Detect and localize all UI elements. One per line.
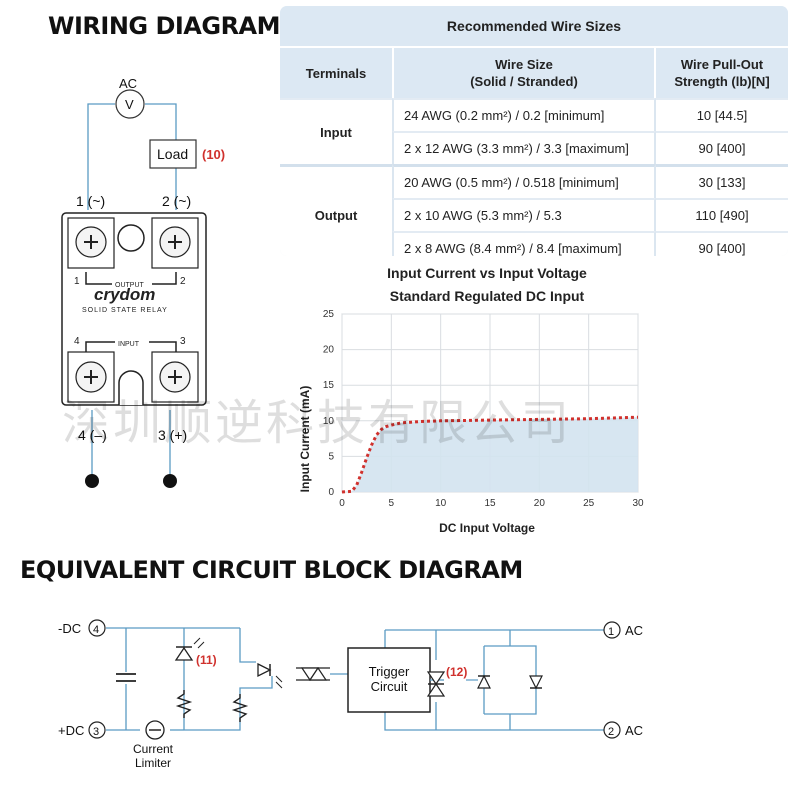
chart-area-fill: [342, 417, 638, 492]
terminal-1-label: 1 (~): [76, 193, 105, 209]
terminal-3-label: 3 (+): [158, 427, 187, 443]
trigger-circuit-box: [347, 647, 431, 713]
terminal-2-icon: [603, 721, 621, 739]
relay-num-2: 2: [180, 276, 186, 287]
chart-title: Input Current vs Input Voltage: [387, 265, 587, 281]
input-current-chart: Input Current vs Input Voltage Standard …: [298, 265, 644, 535]
trigger-label-1: Trigger: [369, 664, 410, 679]
chart-x-tick: 20: [534, 498, 546, 509]
voltmeter-label: V: [125, 97, 134, 112]
ac-2-label: AC: [625, 723, 643, 738]
svg-text:2: 2: [608, 726, 614, 738]
chart-series-line: [341, 415, 639, 494]
terminal-4-label: 4 (–): [78, 427, 107, 443]
wire-table-title: Recommended Wire Sizes: [280, 6, 788, 48]
chart-y-tick: 25: [323, 309, 335, 320]
capacitor-icon: [116, 672, 136, 684]
chart-x-tick: 30: [632, 498, 644, 509]
trigger-label-2: Circuit: [371, 679, 408, 694]
current-limiter-label-2: Limiter: [135, 756, 171, 770]
relay-subtitle: SOLID STATE RELAY: [82, 307, 168, 314]
table-row: Output 20 AWG (0.5 mm²) / 0.518 [minimum…: [280, 164, 788, 256]
wiring-lines: [87, 103, 177, 480]
resistor-icon: [231, 694, 249, 722]
tvs-diode-icon: [426, 671, 446, 697]
load-box: [149, 139, 197, 169]
table-row: 2 x 12 AWG (3.3 mm²) / 3.3 [maximum] 90 …: [280, 131, 788, 164]
chart-y-tick: 15: [323, 380, 335, 391]
terminal-4-icon: [88, 619, 106, 637]
wiring-diagram: AC V Load (10) 1 (~) 2 (~) OUTPUT 1 2 cr…: [61, 76, 225, 488]
watermark: 深圳顺逆科技有限公司: [62, 395, 573, 451]
voltmeter-icon: [115, 89, 145, 119]
equivalent-circuit-diagram: -DC 4 +DC 3 (11) Current Limiter Trigger: [58, 619, 643, 770]
ac-1-label: AC: [625, 623, 643, 638]
terminal-node-pos: [163, 474, 177, 488]
chart-y-tick: 0: [328, 487, 334, 498]
relay-brand: crydom: [94, 285, 155, 304]
terminal-2-label: 2 (~): [162, 193, 191, 209]
solid-state-relay: OUTPUT 1 2 crydom SOLID STATE RELAY INPU…: [61, 212, 207, 406]
load-label: Load: [157, 146, 188, 162]
equivalent-circuit-title: EQUIVALENT CIRCUIT BLOCK DIAGRAM: [20, 556, 523, 584]
ac-label: AC: [119, 76, 137, 91]
dc-pos-label: +DC: [58, 723, 84, 738]
svg-text:3: 3: [93, 726, 99, 738]
optocoupler-emitter-icon: [257, 662, 283, 689]
chart-y-tick: 5: [328, 451, 334, 462]
chart-x-tick: 5: [389, 498, 395, 509]
terminal-1-icon: [603, 621, 621, 639]
wire-size-table: Recommended Wire Sizes Terminals Wire Si…: [280, 6, 788, 256]
relay-output-label: OUTPUT: [115, 282, 145, 289]
mounting-slot-icon: [118, 370, 144, 405]
col-terminals: Terminals: [280, 48, 392, 98]
input-group-label: Input: [280, 98, 392, 164]
relay-num-1: 1: [74, 276, 80, 287]
output-group-label: Output: [280, 164, 392, 256]
chart-subtitle: Standard Regulated DC Input: [390, 288, 585, 304]
svg-text:1: 1: [608, 626, 614, 638]
note-12: (12): [446, 665, 467, 679]
dc-neg-label: -DC: [58, 621, 81, 636]
table-row: 2 x 8 AWG (8.4 mm²) / 8.4 [maximum] 90 […: [280, 231, 788, 256]
chart-ticks: 0 5 10 15 20 25 30 0 5 10 15 20 25: [323, 309, 644, 509]
chart-x-tick: 15: [484, 498, 496, 509]
chart-x-tick: 0: [339, 498, 345, 509]
load-note: (10): [202, 147, 225, 162]
svg-text:4: 4: [93, 624, 99, 636]
col-wire-size: Wire Size(Solid / Stranded): [392, 48, 656, 98]
scr-pair-icon: [466, 674, 543, 690]
chart-x-label: DC Input Voltage: [439, 521, 535, 535]
chart-y-tick: 10: [323, 416, 335, 427]
note-11: (11): [196, 653, 217, 667]
wiring-diagram-title: WIRING DIAGRAM: [48, 12, 281, 40]
table-row: Input 24 AWG (0.2 mm²) / 0.2 [minimum] 1…: [280, 98, 788, 164]
terminal-3-icon: [88, 721, 106, 739]
led-icon: [174, 637, 205, 661]
current-limiter-label-1: Current: [133, 742, 174, 756]
chart-x-tick: 10: [435, 498, 447, 509]
resistor-icon: [175, 690, 193, 718]
relay-num-3: 3: [180, 336, 186, 347]
relay-num-4: 4: [74, 336, 80, 347]
chart-x-tick: 25: [583, 498, 595, 509]
terminal-node-neg: [85, 474, 99, 488]
optocoupler-detector-icon: [296, 666, 330, 682]
mounting-hole-icon: [117, 224, 145, 252]
chart-y-tick: 20: [323, 345, 335, 356]
chart-y-label: Input Current (mA): [298, 386, 312, 493]
table-row: 2 x 10 AWG (5.3 mm²) / 5.3 110 [490]: [280, 198, 788, 231]
relay-input-label: INPUT: [118, 341, 140, 348]
